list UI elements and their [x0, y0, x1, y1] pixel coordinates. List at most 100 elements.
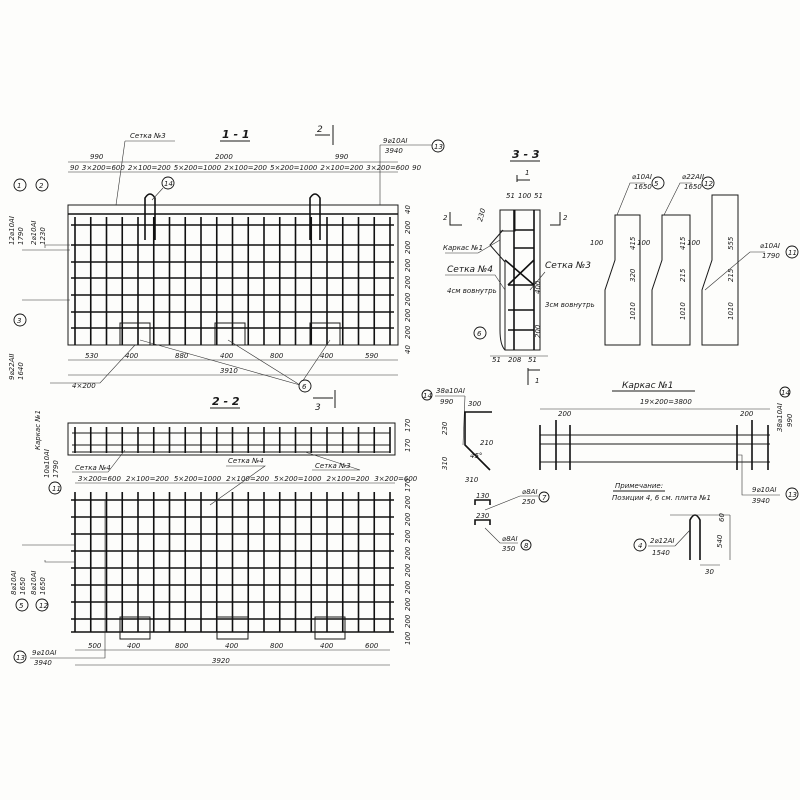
- callout-6-circle: [473, 326, 487, 340]
- bar-12-shape: [651, 214, 691, 346]
- dim-label: 2×100=200: [320, 164, 363, 172]
- leader: [663, 182, 692, 216]
- dim-label: 415: [679, 236, 687, 250]
- strip-outline: [67, 422, 396, 456]
- leaders: [72, 449, 361, 506]
- dim-label: 100: [637, 239, 651, 247]
- dim-label: 5×200=1000: [174, 164, 222, 172]
- callout-8-circle: [520, 539, 532, 551]
- dim-label: 600: [365, 642, 379, 650]
- callout-len: 1790: [17, 227, 25, 245]
- dim-label: 2×100=200: [326, 475, 369, 483]
- cut-mark-1: 1: [525, 169, 529, 177]
- callout-len: 990: [440, 398, 454, 406]
- callout-12-circle: [35, 598, 49, 612]
- dim-label: 3×200=600: [78, 475, 121, 483]
- callout-12: 12: [704, 180, 713, 188]
- dim-label: 215: [679, 268, 687, 282]
- dim-label: 200: [404, 292, 412, 306]
- callout-len: 3940: [752, 497, 770, 505]
- callout-spec: ⌀8АI: [502, 535, 518, 543]
- cut-line: [313, 390, 336, 408]
- callout-13-circle: [431, 139, 445, 153]
- dim-label: 3×200=600: [366, 164, 409, 172]
- cut-line: [449, 212, 462, 226]
- dim-label: 200: [404, 529, 412, 543]
- dim-label: 200: [404, 220, 412, 234]
- dim-label: 1010: [727, 302, 735, 320]
- callout-3-circle: [13, 313, 27, 327]
- frame-1-label: Каркас №1: [443, 244, 483, 252]
- dim-label: 590: [365, 352, 379, 360]
- callout-11-circle: [785, 245, 799, 259]
- callout-5-circle: [651, 176, 665, 190]
- dim-label: 800: [270, 352, 284, 360]
- mesh-3-label: Сетка №3: [545, 261, 591, 271]
- callout-len: 3940: [385, 147, 403, 155]
- cut-mark-3: 3: [315, 403, 321, 413]
- dim-label: 3910: [220, 367, 238, 375]
- dim-label: 5×200=1000: [174, 475, 222, 483]
- embedded-plate: [216, 616, 249, 640]
- cut-line: [550, 212, 561, 226]
- callout-1: 1: [17, 182, 21, 190]
- dim-label: 2×100=200: [126, 475, 169, 483]
- callout-7: 7: [542, 494, 547, 502]
- callout-spec: 2⌀10АI: [30, 221, 38, 245]
- dim-label: 90: [70, 164, 79, 172]
- callout-len: 1790: [762, 252, 780, 260]
- dim-label: 3920: [212, 657, 230, 665]
- dim-label: 170: [404, 418, 412, 432]
- callout-6: 6: [477, 330, 482, 338]
- bar-5-shape: [604, 214, 641, 346]
- embedded-plate: [309, 322, 341, 346]
- dim-label: 200: [404, 258, 412, 272]
- dim-label: 40: [404, 345, 412, 354]
- dim-label: 90: [412, 164, 421, 172]
- callout-12-circle: [701, 176, 715, 190]
- dim-label: 990: [335, 153, 349, 161]
- dim: 230: [476, 207, 487, 223]
- mesh-4-label: Сетка №4: [75, 464, 111, 472]
- dim: 51: [528, 356, 537, 364]
- section-2-2: 2 - 2 3 3×200=600 2×100=200 5×200=1000 2×10…: [10, 390, 418, 667]
- callout-len: 1790: [52, 460, 60, 478]
- leaders: [445, 239, 546, 291]
- leader: [462, 395, 466, 446]
- dim-label: 215: [727, 268, 735, 282]
- dim-label: 200: [404, 325, 412, 339]
- dim: 300: [468, 400, 482, 408]
- dim: 400: [534, 280, 542, 294]
- section-3-3: 3 - 3 1 51 100 51 51 208 51 230 400 200 …: [443, 148, 595, 385]
- frame-stirrups: [539, 420, 769, 470]
- cut-mark-2b: 2: [563, 214, 568, 222]
- callout-14-circle: [161, 176, 175, 190]
- callout-13: 13: [434, 143, 443, 151]
- angle: 45°: [470, 452, 482, 460]
- callout-len: 3940: [34, 659, 52, 667]
- dim: 51: [534, 192, 543, 200]
- section-2-2-title: 2 - 2: [212, 395, 240, 408]
- dim-label: 400: [127, 642, 141, 650]
- callout-14-circle: [421, 389, 433, 401]
- callout-spec: ⌀10АI: [760, 242, 780, 250]
- lifting-loop: [309, 193, 321, 240]
- dim: 100: [518, 192, 532, 200]
- dim-label: 2×100=200: [226, 475, 269, 483]
- callout-13-circle: [785, 487, 799, 501]
- callout-len: 1540: [652, 549, 670, 557]
- dim-label: 400: [320, 352, 334, 360]
- callout-11: 11: [52, 485, 61, 493]
- dim: 310: [441, 456, 449, 470]
- leader: [484, 527, 518, 544]
- dim: 208: [508, 356, 522, 364]
- callout-spec: 10⌀10АI: [43, 449, 51, 478]
- details-7-8: 130 230 ⌀8АI 250 7 ⌀8АI 350 8: [474, 488, 550, 553]
- callout-5-circle: [15, 598, 29, 612]
- dim-label: 200: [404, 614, 412, 628]
- dim: 540: [716, 534, 724, 548]
- callout-spec: ⌀10АI: [632, 173, 652, 181]
